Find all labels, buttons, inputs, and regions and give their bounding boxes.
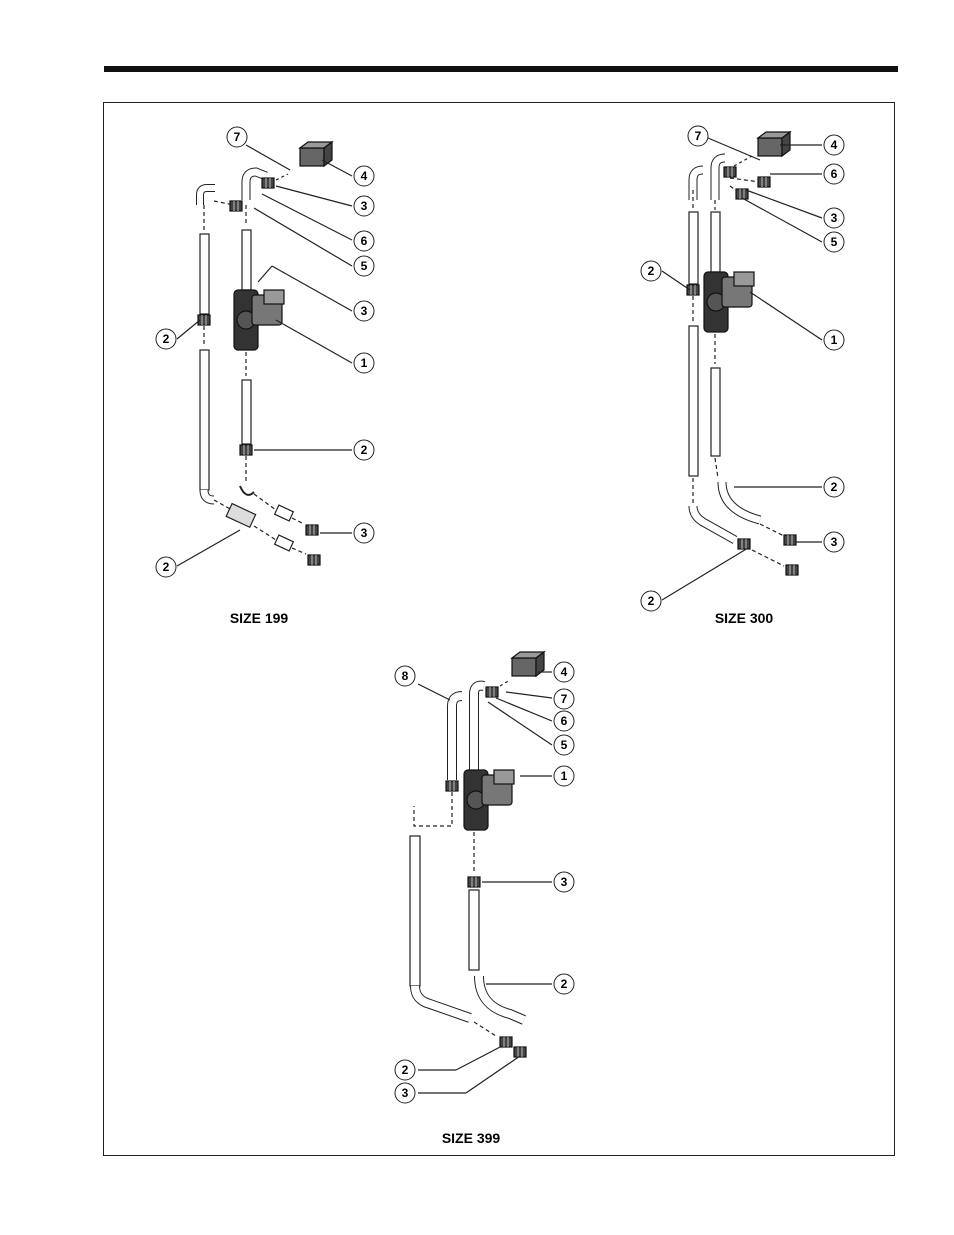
- callout: 2: [554, 974, 574, 994]
- callout: 3: [395, 1083, 415, 1103]
- svg-text:3: 3: [831, 211, 838, 225]
- svg-text:2: 2: [648, 594, 655, 608]
- svg-text:4: 4: [561, 665, 568, 679]
- callout: 6: [354, 231, 374, 251]
- svg-text:6: 6: [561, 714, 568, 728]
- svg-text:7: 7: [695, 129, 702, 143]
- figure-size-199: [177, 142, 352, 566]
- svg-text:3: 3: [361, 526, 368, 540]
- callout: 4: [554, 662, 574, 682]
- callout: 2: [354, 440, 374, 460]
- svg-text:7: 7: [234, 130, 241, 144]
- svg-text:6: 6: [361, 234, 368, 248]
- callout: 7: [688, 126, 708, 146]
- figure-size-399: [410, 652, 552, 1093]
- callout: 3: [354, 196, 374, 216]
- svg-text:2: 2: [163, 560, 170, 574]
- svg-text:1: 1: [831, 333, 838, 347]
- svg-text:2: 2: [831, 480, 838, 494]
- callouts-size-199: 7 4 3 6 5 3 2 1 2 3 2: [156, 127, 374, 577]
- svg-text:3: 3: [402, 1086, 409, 1100]
- callout: 1: [554, 766, 574, 786]
- svg-text:2: 2: [648, 264, 655, 278]
- svg-text:7: 7: [561, 692, 568, 706]
- svg-text:8: 8: [402, 669, 409, 683]
- svg-text:2: 2: [361, 443, 368, 457]
- callout: 2: [156, 557, 176, 577]
- callout: 3: [354, 301, 374, 321]
- caption-size-399: SIZE 399: [442, 1130, 501, 1146]
- svg-text:4: 4: [361, 169, 368, 183]
- callout: 6: [824, 164, 844, 184]
- callout: 6: [554, 711, 574, 731]
- svg-text:3: 3: [831, 535, 838, 549]
- svg-text:3: 3: [561, 875, 568, 889]
- figure-size-300: [662, 132, 822, 600]
- svg-text:6: 6: [831, 167, 838, 181]
- callout: 7: [554, 689, 574, 709]
- callout: 3: [354, 523, 374, 543]
- svg-text:3: 3: [361, 199, 368, 213]
- svg-text:2: 2: [163, 332, 170, 346]
- callout: 8: [395, 666, 415, 686]
- svg-text:3: 3: [361, 304, 368, 318]
- callout: 2: [824, 477, 844, 497]
- callout: 3: [554, 872, 574, 892]
- svg-text:1: 1: [561, 769, 568, 783]
- svg-text:1: 1: [361, 356, 368, 370]
- callout: 7: [227, 127, 247, 147]
- callout: 3: [824, 532, 844, 552]
- callout: 4: [354, 166, 374, 186]
- callout: 2: [641, 591, 661, 611]
- callout: 2: [395, 1060, 415, 1080]
- callout: 2: [641, 261, 661, 281]
- callout: 1: [354, 353, 374, 373]
- caption-size-199: SIZE 199: [230, 610, 289, 626]
- svg-text:5: 5: [831, 235, 838, 249]
- callout: 5: [824, 232, 844, 252]
- svg-text:2: 2: [402, 1063, 409, 1077]
- callout: 3: [824, 208, 844, 228]
- callout: 1: [824, 330, 844, 350]
- svg-text:4: 4: [831, 138, 838, 152]
- callout: 2: [156, 329, 176, 349]
- callout: 4: [824, 135, 844, 155]
- svg-text:5: 5: [361, 259, 368, 273]
- caption-size-300: SIZE 300: [715, 610, 774, 626]
- svg-text:5: 5: [561, 738, 568, 752]
- callout: 5: [354, 256, 374, 276]
- svg-text:2: 2: [561, 977, 568, 991]
- callout: 5: [554, 735, 574, 755]
